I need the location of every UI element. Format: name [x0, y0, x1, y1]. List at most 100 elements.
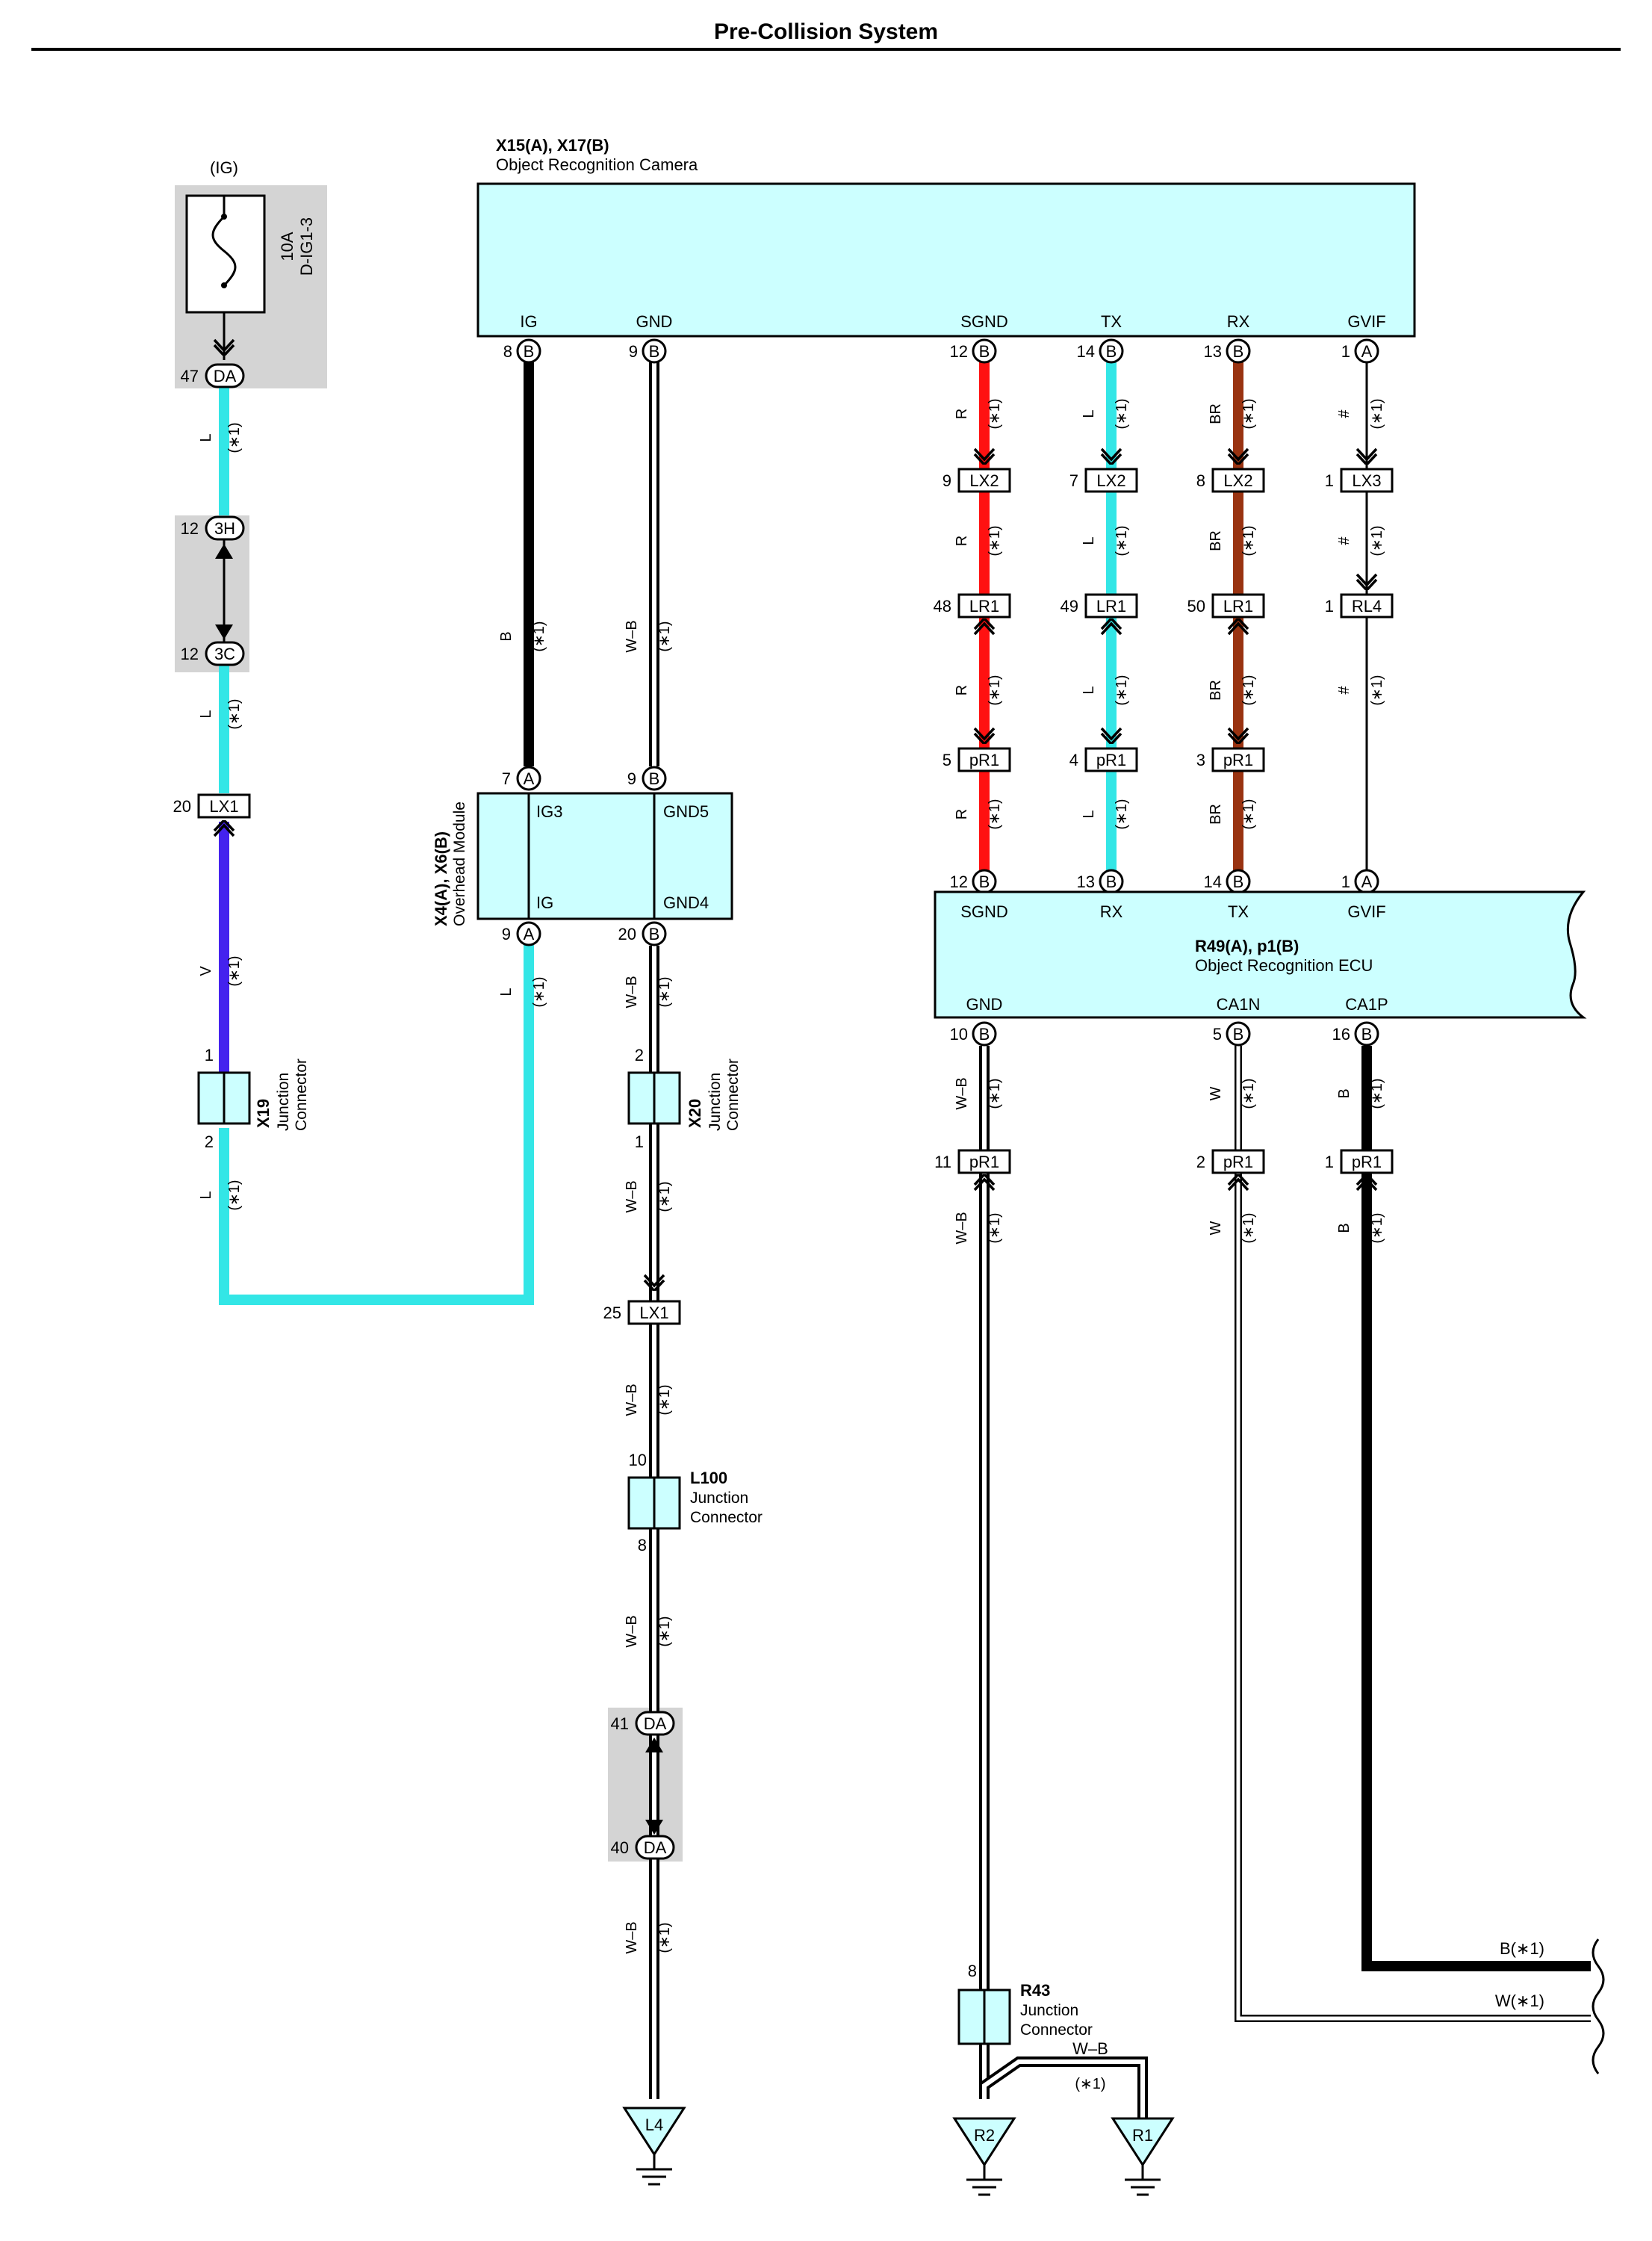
ecu-ids: R49(A), p1(B)	[1195, 937, 1299, 955]
connector-lx2-pin: 9	[943, 471, 951, 490]
connector-lx2	[1084, 468, 1138, 493]
camera-pin	[1226, 338, 1251, 364]
wire-code-label: BR	[1208, 804, 1224, 825]
ecu-bottom-pin	[1354, 1021, 1379, 1047]
overhead-ids: X4(A), X6(B)	[432, 831, 450, 926]
camera-pin-label: IG	[520, 312, 537, 331]
wb-label-r1: W–B	[1072, 2039, 1108, 2058]
connector-lx2-name: LX2	[1223, 471, 1252, 490]
wire-code-label: #	[1336, 409, 1353, 418]
signal-columns: R(∗1)LX29R(∗1)LR148R(∗1)pR15R(∗1)L(∗1)LX…	[934, 398, 1394, 830]
connector-da-41	[635, 1711, 675, 1736]
camera-pin-num: 8	[503, 342, 512, 361]
wire-star-note: (∗1)	[226, 698, 243, 729]
wire-code-label: W	[1208, 1086, 1224, 1100]
connector-lx2-pin: 7	[1069, 471, 1078, 490]
wire-w-ca1n-inner	[1236, 1046, 1591, 2021]
l100-line1: Junction	[690, 1490, 748, 1507]
wire-break-mark	[1592, 1938, 1605, 2074]
overhead-name: Overhead Module	[451, 802, 468, 926]
wire-code-l: L	[498, 988, 515, 996]
connector-lx2	[1211, 468, 1265, 493]
wire-code-label: W–B	[954, 1077, 970, 1109]
wire-star-note: (∗1)	[1114, 675, 1130, 705]
wire-star-note: (∗1)	[1369, 675, 1385, 705]
connector-da-40-pin: 40	[611, 1838, 629, 1857]
connector-pr1-bottom-pin: 2	[1196, 1153, 1205, 1171]
connector-3h-name: 3H	[214, 519, 235, 538]
wire-star-note: (∗1)	[656, 1922, 673, 1953]
wire-code-label: BR	[1208, 403, 1224, 424]
wire-code-label: BR	[1208, 680, 1224, 701]
overhead-pin-gnd5-conn: B	[649, 769, 660, 788]
connector-pr1-bottom	[957, 1149, 1011, 1174]
ecu-name: Object Recognition ECU	[1195, 956, 1373, 975]
connector-lx1-name: LX1	[209, 797, 238, 816]
connector-lr1	[1084, 593, 1138, 619]
overhead-label-ig3: IG3	[536, 802, 562, 821]
end-label-b: B(∗1)	[1500, 1939, 1544, 1958]
overhead-pin-gnd5	[642, 766, 667, 791]
x20-name-line: Junction	[707, 1073, 724, 1131]
overhead-pin-ig	[516, 921, 541, 946]
bottom-columns: W–B(∗1)pR111W–B(∗1)W(∗1)pR12W(∗1)B(∗1)pR…	[934, 1077, 1394, 1245]
camera-pin	[516, 338, 541, 364]
x19-name-line: Junction	[275, 1073, 292, 1131]
object-recognition-ecu	[934, 890, 1587, 1019]
wire-code-label: #	[1336, 536, 1353, 545]
connector-pr1-pin: 5	[943, 751, 951, 769]
connector-3c-pin: 12	[181, 645, 199, 663]
wire-star-note: (∗1)	[531, 621, 547, 651]
camera-pin	[972, 338, 997, 364]
wire-code-label: W	[1208, 1221, 1224, 1235]
connector-pr1-name: pR1	[969, 751, 999, 769]
ground-r2-label: R2	[974, 2126, 995, 2145]
wire-star-note: (∗1)	[656, 1384, 673, 1415]
overhead-label-gnd5: GND5	[663, 802, 709, 821]
overhead-pin-ig-num: 9	[502, 925, 511, 943]
arrow-up-icon	[215, 544, 233, 559]
r43-line2: Connector	[1020, 2021, 1093, 2039]
camera-pin-label: GND	[636, 312, 673, 331]
connector-pr1	[957, 747, 1011, 772]
wire-star-note: (∗1)	[987, 1212, 1003, 1243]
wire-star-note: (∗1)	[1240, 398, 1257, 429]
overhead-pin-ig3	[516, 766, 541, 791]
x19-pin-bottom: 2	[205, 1132, 214, 1151]
camera-pin-label: SGND	[960, 312, 1008, 331]
connector-lx1-25-name: LX1	[639, 1304, 668, 1322]
connector-pr1-bottom-name: pR1	[1223, 1153, 1253, 1171]
wire-w-ca1n-outer	[1235, 1046, 1591, 2022]
camera-pin-num: 13	[1204, 342, 1222, 361]
overhead-module	[476, 792, 733, 920]
connector-da-41-name: DA	[644, 1714, 667, 1733]
connector-pr1-bottom-name: pR1	[1352, 1153, 1382, 1171]
x20-pin-bottom: 1	[635, 1132, 644, 1151]
overhead-pin-gnd5-num: 9	[627, 769, 636, 788]
arrow-down-icon	[645, 1820, 663, 1835]
camera-pin-num: 1	[1341, 342, 1350, 361]
wire-star-note: (∗1)	[656, 976, 673, 1007]
connector-lx1-25	[627, 1300, 681, 1325]
wire-code-label: L	[1081, 536, 1097, 545]
connector-pr1	[1084, 747, 1138, 772]
l100-id: L100	[690, 1469, 727, 1487]
wire-star-note: (∗1)	[226, 1180, 243, 1210]
x19-label-group: X19 Junction Connector	[254, 1058, 310, 1131]
connector-rl4	[1340, 593, 1394, 619]
overhead-pin-ig3-conn: A	[524, 769, 535, 788]
connector-da-name: DA	[214, 367, 237, 385]
camera-pin-label: GVIF	[1347, 312, 1385, 331]
wire-star-note: (∗1)	[1114, 799, 1130, 829]
l100-pin-top: 10	[629, 1451, 647, 1469]
ecu-bottom-pin-label: GND	[966, 995, 1003, 1014]
overhead-pin-gnd4	[642, 921, 667, 946]
connector-lr1-name: LR1	[1223, 597, 1253, 616]
wire-star-note: (∗1)	[987, 525, 1003, 556]
connector-lx3-name: LX3	[1352, 471, 1381, 490]
fuse-box	[185, 194, 266, 314]
connector-3h	[205, 515, 245, 541]
